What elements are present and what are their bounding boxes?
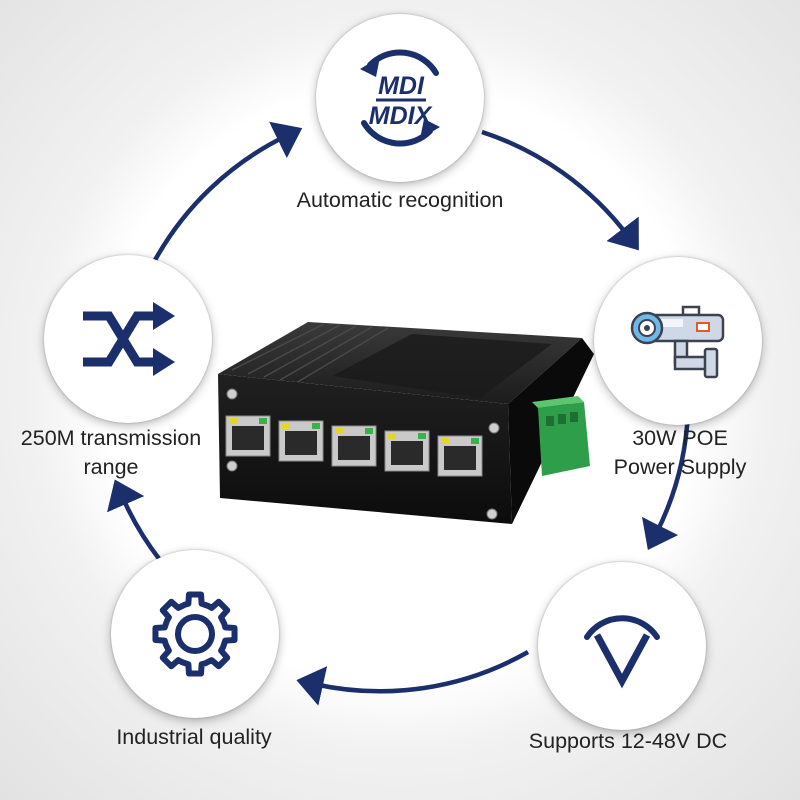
gear-icon [152, 591, 238, 677]
rj45-port [331, 425, 377, 467]
arrow-left [107, 479, 162, 562]
poe-label-line1: 30W POE [632, 426, 728, 450]
rj45-port [437, 435, 483, 477]
auto-recognition-label: Automatic recognition [296, 188, 504, 212]
poe-label: 30W POE Power Supply [600, 424, 760, 482]
arrow-bottom [296, 650, 530, 706]
industrial-badge [111, 550, 279, 718]
poe-switch-product [218, 322, 594, 524]
voltage-badge [538, 562, 706, 730]
industrial-label: Industrial quality [116, 725, 272, 749]
voltage-icon [584, 615, 660, 689]
transmission-label-line2: range [83, 455, 139, 479]
transmission-label: 250M transmission range [2, 424, 220, 482]
rj45-port [225, 415, 271, 457]
poe-label-line2: Power Supply [613, 455, 747, 479]
shuffle-arrows-icon [83, 302, 175, 376]
mdi-mdix-badge: MDI MDIX [316, 14, 484, 182]
transmission-badge [44, 255, 212, 423]
rj45-port [384, 430, 430, 472]
mdix-text: MDIX [369, 102, 433, 130]
mdi-text: MDI [378, 72, 425, 100]
security-camera-icon [630, 305, 725, 379]
voltage-label: Supports 12-48V DC [528, 729, 728, 753]
arrow-top-left [152, 121, 303, 264]
arrow-top-right [481, 129, 639, 251]
dc-terminal-block [532, 396, 590, 476]
poe-badge [594, 257, 762, 425]
mdi-mdix-swap-icon: MDI MDIX [360, 49, 440, 147]
transmission-label-line1: 250M transmission [20, 426, 202, 450]
rj45-port [278, 420, 324, 462]
